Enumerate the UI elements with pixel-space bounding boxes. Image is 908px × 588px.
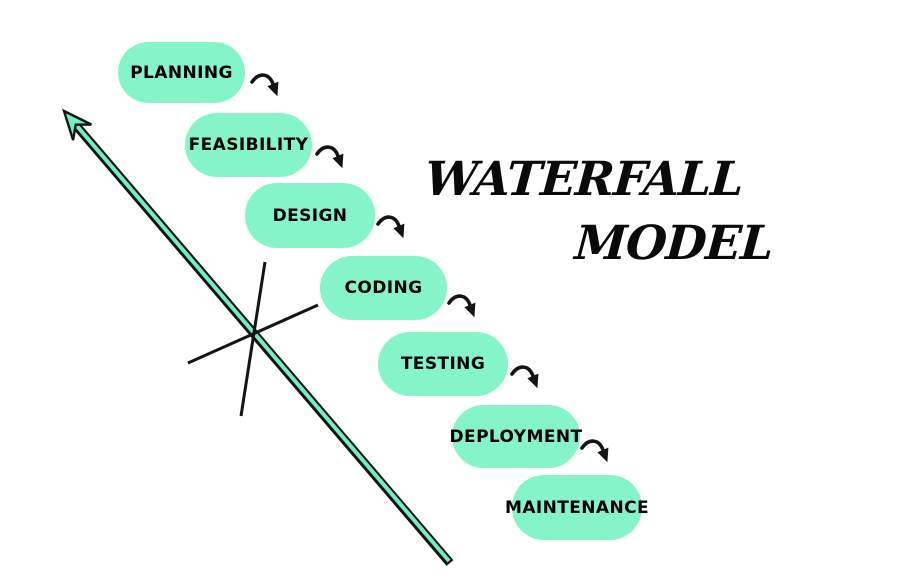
x-cross-lines [187,261,319,417]
stage-label: CODING [344,278,423,298]
diagram-title-line2: MODEL [573,216,775,271]
diagram-title-line1: WATERFALL [423,152,745,207]
stage-label: MAINTENANCE [505,497,649,518]
cross-line-shallow [187,303,319,365]
curved-down-arrow-icon [580,439,611,465]
stage-deployment: DEPLOYMENT [449,405,583,468]
stage-label: TESTING [400,354,486,374]
stage-label: FEASIBILITY [188,135,309,155]
cross-line-steep [239,261,267,417]
curved-down-arrow-icon [250,73,281,98]
stage-maintenance: MAINTENANCE [505,475,649,540]
diagonal-up-left-arrow-icon [62,108,454,566]
stage-label: DEPLOYMENT [449,426,583,447]
curved-down-arrow-icon [376,215,407,240]
stage-design: DESIGN [245,183,375,248]
stage-feasibility: FEASIBILITY [185,113,312,177]
stage-label: DESIGN [272,205,348,226]
stage-coding: CODING [320,256,447,320]
stage-planning: PLANNING [118,42,245,103]
curved-down-arrow-icon [315,145,346,170]
curved-down-arrow-icon [510,365,541,391]
stage-testing: TESTING [378,332,508,396]
curved-down-arrow-icon [447,294,478,320]
stage-label: PLANNING [130,62,233,83]
